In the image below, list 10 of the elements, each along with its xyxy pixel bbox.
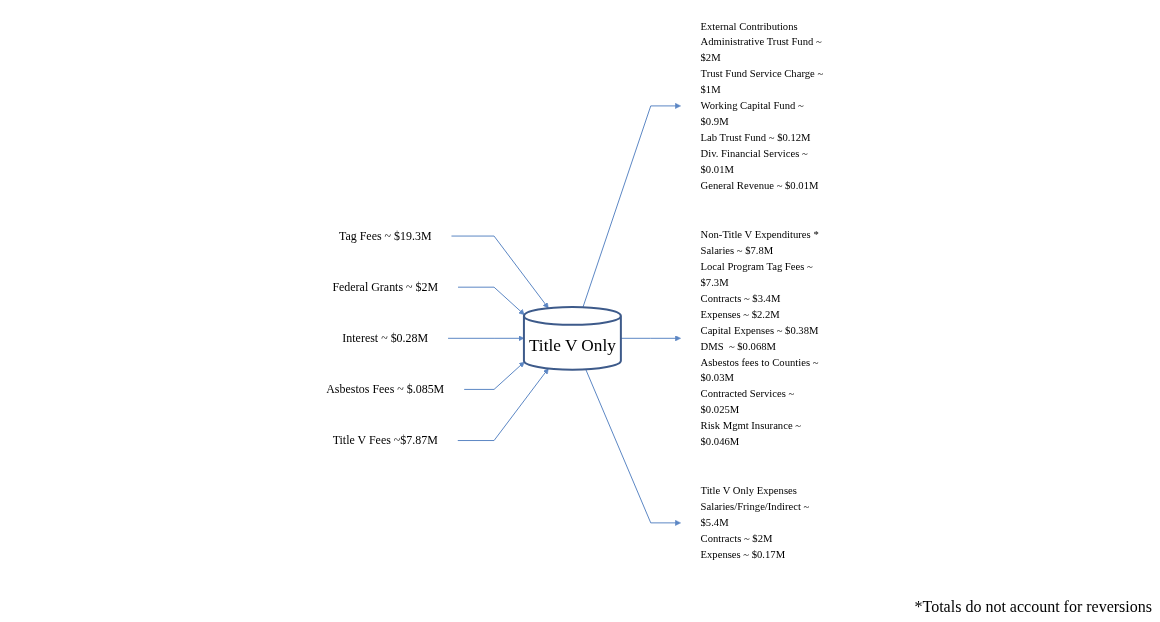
node-text: External Contributions Administrative Trust Fund ~ $2M Trust Fund Service Charge ~ $1M Working Capital Fund ~ $0.9M Lab Trust Fund ~ $0.12M Div. Financial Services ~ $0.01M General Revenue ~ $0.01M: [700, 19, 824, 191]
node-text: Tag Fees ~ $19.3M: [339, 228, 432, 242]
node-text: Asbestos Fees ~ $.085M: [326, 381, 445, 396]
node-text: Non-Title V Expenditures * Salaries ~ $7.8M Local Program Tag Fees ~ $7.3M Contracts ~ $3.4M Expenses ~ $2.2M Capital Expenses ~ $0.38M DMS ~ $0.068M Asbestos fees to Counties ~ $0.03M Contracted Services ~ $0.025M Risk Mgmt Insurance ~ $0.046M: [700, 228, 819, 447]
node-text: Federal Grants ~ $2M: [332, 279, 439, 293]
node-text: Title V Fees ~$7.87M: [332, 433, 439, 447]
footnote: *Totals do not account for reversions: [914, 598, 1152, 616]
node-text: Interest ~ $0.28M: [342, 330, 429, 345]
node-text: Title V Only Expenses Salaries/Fringe/Indirect ~ $5.4M Contracts ~ $2M Expenses ~ $0.17M: [700, 484, 810, 560]
arrow: [457, 367, 549, 441]
